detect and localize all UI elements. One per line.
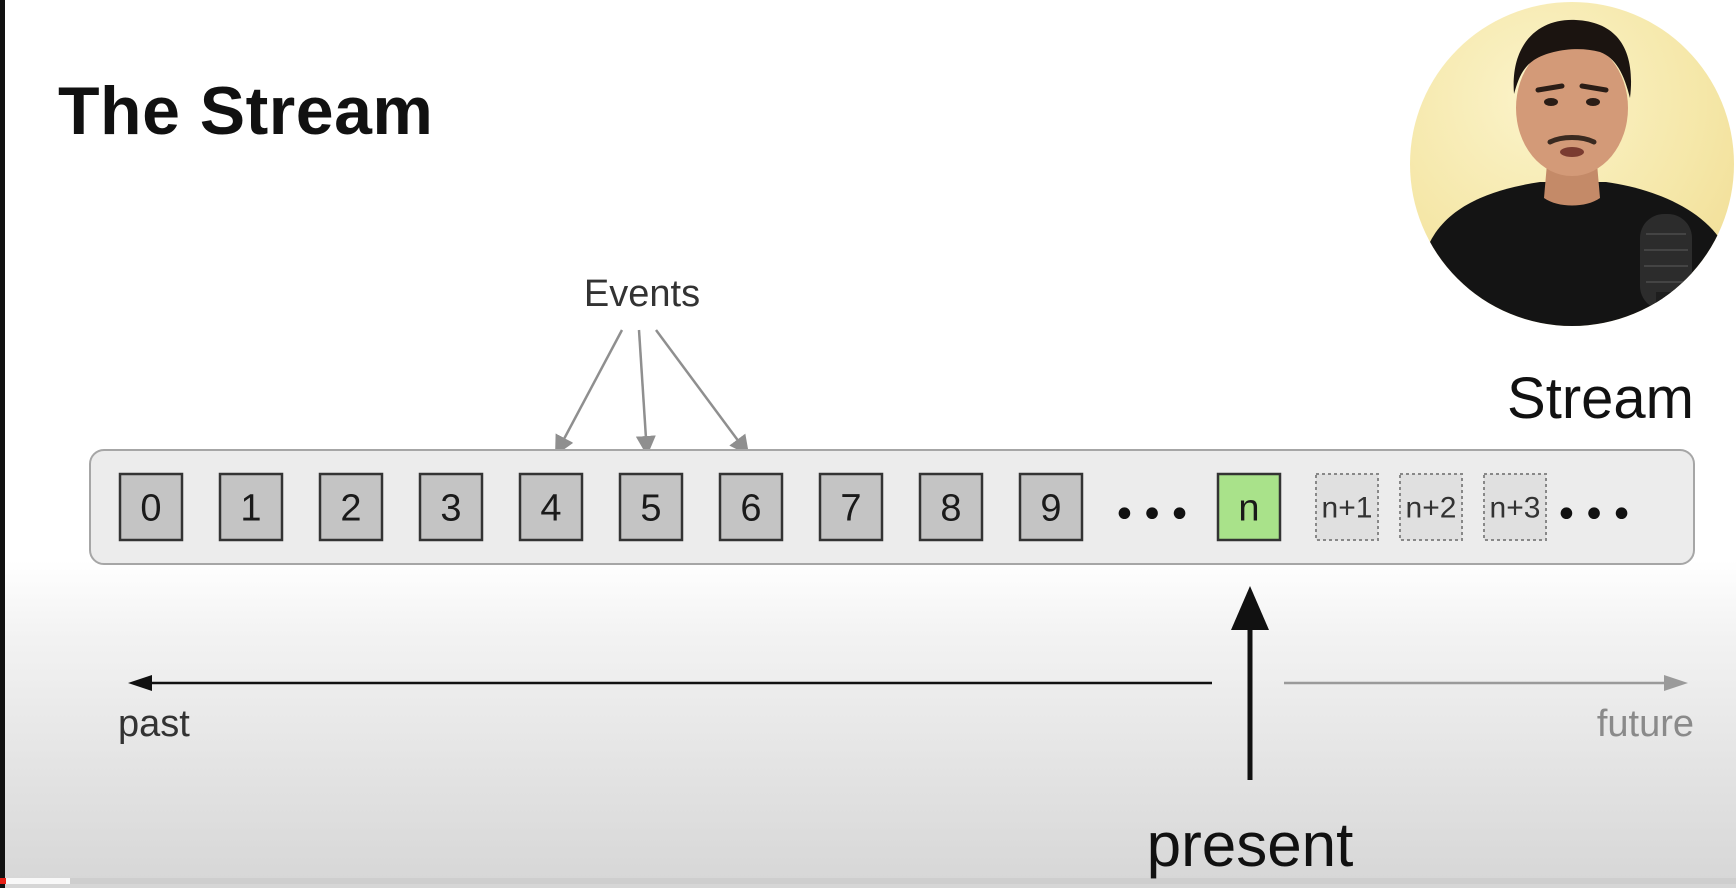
event-arrows bbox=[554, 329, 750, 456]
event-cell-4-box bbox=[518, 472, 584, 542]
future-label: future bbox=[1597, 703, 1694, 745]
event-cell-3-box bbox=[418, 472, 484, 542]
future-cell-2-box bbox=[1399, 473, 1463, 541]
event-cell-0-label: 0 bbox=[140, 487, 161, 529]
event-cell-9-box bbox=[1018, 472, 1084, 542]
event-cell-0-box bbox=[118, 472, 184, 542]
event-cell-4-label: 4 bbox=[540, 487, 561, 529]
event-cell-6-box bbox=[718, 472, 784, 542]
event-cell-6-label: 6 bbox=[740, 487, 761, 529]
event-cell-7-box bbox=[818, 472, 884, 542]
past-arrowhead bbox=[128, 675, 152, 691]
slide-title: The Stream bbox=[58, 73, 434, 149]
future-arrowhead bbox=[1664, 675, 1688, 691]
past-label: past bbox=[118, 703, 190, 745]
present-cell-box bbox=[1216, 472, 1282, 542]
event-cell-3-label: 3 bbox=[440, 487, 461, 529]
event-arrow-6 bbox=[654, 329, 750, 456]
ellipsis-middle: ••• bbox=[1113, 492, 1196, 538]
video-progress-bar[interactable] bbox=[0, 878, 1736, 884]
present-cell-label: n bbox=[1238, 487, 1259, 529]
present-arrowhead bbox=[1231, 586, 1269, 630]
event-cell-9-label: 9 bbox=[1040, 487, 1061, 529]
event-cell-2-box bbox=[318, 472, 384, 542]
ellipsis-end: ••• bbox=[1555, 492, 1638, 538]
video-progress-buffered bbox=[6, 878, 70, 884]
future-cell-1-box bbox=[1315, 473, 1379, 541]
video-progress-played bbox=[0, 878, 6, 884]
event-cell-2-label: 2 bbox=[340, 487, 361, 529]
events-label: Events bbox=[584, 273, 700, 315]
event-arrow-5 bbox=[635, 329, 656, 456]
event-cell-5-box bbox=[618, 472, 684, 542]
event-cell-1-box bbox=[218, 472, 284, 542]
future-cell-2-label: n+2 bbox=[1406, 492, 1457, 525]
presenter-avatar-icon bbox=[1410, 19, 1734, 326]
event-cell-5-label: 5 bbox=[640, 487, 661, 529]
stream-label: Stream bbox=[1507, 366, 1694, 431]
event-cell-7-label: 7 bbox=[840, 487, 861, 529]
event-arrow-4 bbox=[554, 329, 624, 456]
event-cell-8-box bbox=[918, 472, 984, 542]
present-label: present bbox=[1147, 811, 1354, 880]
future-cell-3-box bbox=[1483, 473, 1547, 541]
presenter-webcam bbox=[1410, 2, 1734, 326]
future-cell-3-label: n+3 bbox=[1490, 492, 1541, 525]
video-left-edge bbox=[0, 0, 5, 888]
stream-cells: 0 1 2 3 4 5 6 7 8 9 n n+1 n+2 n+3 bbox=[118, 472, 1547, 542]
event-cell-1-label: 1 bbox=[240, 487, 261, 529]
event-cell-8-label: 8 bbox=[940, 487, 961, 529]
stream-bar bbox=[89, 449, 1695, 565]
future-cell-1-label: n+1 bbox=[1322, 492, 1373, 525]
